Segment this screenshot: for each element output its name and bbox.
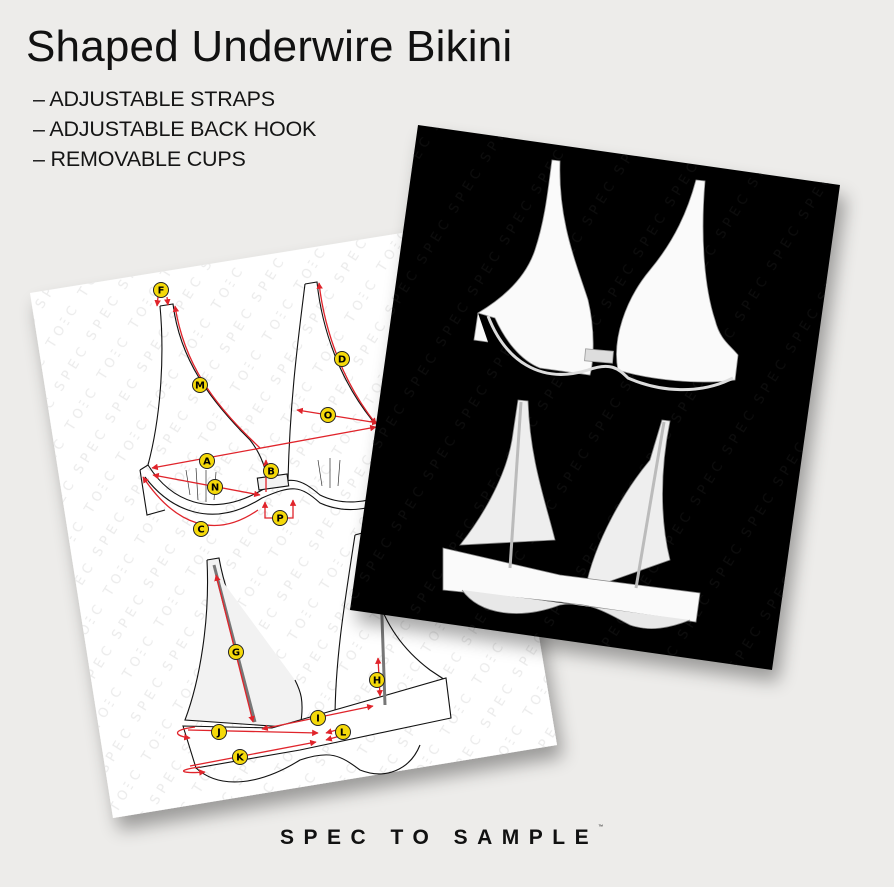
svg-text:J: J bbox=[216, 728, 221, 739]
flats-card bbox=[350, 125, 840, 670]
svg-text:I: I bbox=[316, 714, 320, 725]
label-badge-o: O bbox=[320, 407, 336, 423]
svg-text:P: P bbox=[276, 514, 283, 525]
label-badge-n: N bbox=[207, 479, 223, 495]
svg-text:O: O bbox=[324, 411, 333, 422]
svg-text:D: D bbox=[338, 355, 346, 366]
brand-wordmark: SPEC TO SAMPLE™ bbox=[280, 824, 604, 850]
brand-name: SPEC TO SAMPLE bbox=[280, 826, 599, 849]
label-badge-f: F bbox=[153, 282, 169, 298]
label-badge-b: B bbox=[263, 463, 279, 479]
label-badge-c: C bbox=[193, 521, 209, 537]
svg-text:B: B bbox=[267, 467, 275, 478]
back-view-measure-lines bbox=[176, 574, 383, 776]
svg-text:K: K bbox=[236, 753, 245, 764]
label-badge-m: M bbox=[192, 377, 208, 393]
svg-text:M: M bbox=[195, 381, 205, 392]
svg-text:A: A bbox=[203, 457, 211, 468]
feature-item: – ADJUSTABLE BACK HOOK bbox=[33, 117, 317, 141]
svg-text:C: C bbox=[197, 525, 204, 536]
front-flat-sketch bbox=[473, 159, 739, 392]
back-flat-sketch bbox=[442, 399, 701, 630]
label-badge-d: D bbox=[334, 351, 350, 367]
svg-text:L: L bbox=[340, 728, 347, 739]
feature-item: – REMOVABLE CUPS bbox=[33, 147, 246, 171]
svg-text:H: H bbox=[373, 676, 381, 687]
label-badge-h: H bbox=[369, 672, 385, 688]
svg-text:G: G bbox=[232, 648, 240, 659]
feature-list: – ADJUSTABLE STRAPS – ADJUSTABLE BACK HO… bbox=[33, 84, 316, 174]
svg-text:F: F bbox=[158, 286, 165, 297]
label-badge-p: P bbox=[272, 510, 288, 526]
label-badge-i: I bbox=[310, 710, 326, 726]
svg-text:N: N bbox=[211, 483, 219, 494]
label-badge-g: G bbox=[228, 644, 244, 660]
label-badge-a: A bbox=[199, 453, 215, 469]
page-title: Shaped Underwire Bikini bbox=[26, 22, 513, 71]
label-badge-l: L bbox=[335, 724, 351, 740]
label-badge-j: J bbox=[211, 724, 227, 740]
feature-item: – ADJUSTABLE STRAPS bbox=[33, 87, 275, 111]
measure-labels: F M D O A B N C P G H I J L K bbox=[153, 282, 385, 765]
label-badge-k: K bbox=[232, 749, 248, 765]
trademark-symbol: ™ bbox=[598, 824, 604, 830]
